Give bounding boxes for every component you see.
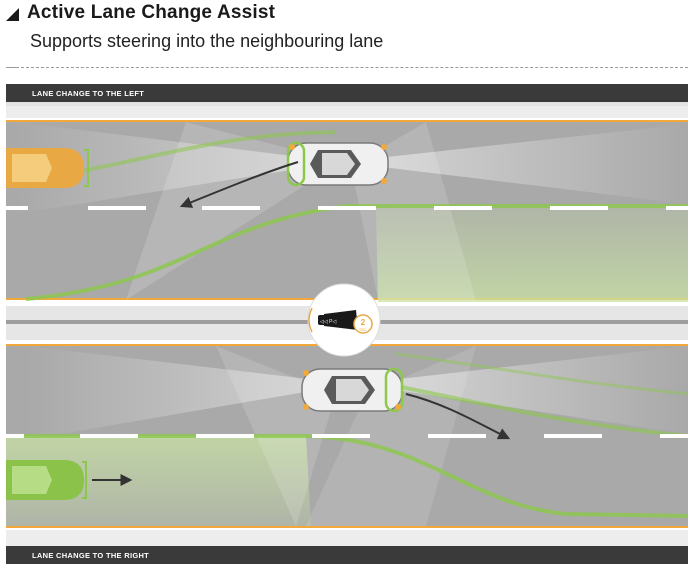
sensor-beam bbox=[16, 122, 341, 214]
timer-badge-icon: 2 SEC bbox=[353, 314, 373, 334]
bottom-label-bar bbox=[6, 546, 688, 564]
page-title: Active Lane Change Assist bbox=[27, 2, 276, 23]
sensor-beam bbox=[341, 124, 688, 204]
vehicle-yellow bbox=[6, 148, 89, 188]
ego-vehicle-top bbox=[286, 141, 389, 187]
lane-edge-line bbox=[6, 526, 688, 528]
ego-vehicle-bottom bbox=[301, 367, 404, 413]
top-label: LANE CHANGE TO THE LEFT bbox=[32, 89, 144, 98]
lane-edge-line bbox=[6, 120, 688, 122]
trajectory-line bbox=[385, 382, 689, 438]
stalk-text: ◁◁ P◁ bbox=[320, 319, 336, 325]
page-subtitle: Supports steering into the neighbouring … bbox=[30, 31, 384, 51]
top-road bbox=[5, 102, 688, 306]
lane-change-diagram: LANE CHANGE TO THE LEFT bbox=[5, 84, 689, 564]
dashed-divider bbox=[6, 67, 688, 68]
title-row: Active Lane Change Assist bbox=[6, 2, 275, 24]
trajectory-line bbox=[25, 204, 688, 301]
sensor-beam bbox=[26, 346, 351, 440]
vehicle-green bbox=[6, 460, 87, 500]
target-lane-highlight bbox=[376, 204, 688, 302]
top-label-bar bbox=[6, 84, 688, 102]
sensor-beam bbox=[306, 346, 476, 526]
timer-value: 2 bbox=[361, 318, 366, 327]
timer-unit: SEC bbox=[359, 328, 367, 332]
trajectory-line bbox=[6, 434, 689, 518]
triangle-bullet-icon bbox=[6, 7, 19, 21]
target-lane-highlight bbox=[6, 436, 311, 526]
lane-dashes bbox=[6, 206, 688, 210]
arrow-icon bbox=[179, 161, 299, 208]
bottom-label: LANE CHANGE TO THE RIGHT bbox=[32, 551, 149, 560]
bottom-road bbox=[6, 340, 689, 546]
diagram-svg: LANE CHANGE TO THE LEFT bbox=[5, 84, 689, 564]
sensor-beam bbox=[356, 346, 688, 434]
turn-signal-stalk-icon: ◁◁ P◁ 2 SEC bbox=[307, 283, 381, 357]
trajectory-line bbox=[395, 352, 689, 396]
header: Active Lane Change Assist Supports steer… bbox=[0, 0, 696, 70]
arrow-icon bbox=[405, 393, 511, 440]
lane-dashes bbox=[6, 434, 688, 438]
